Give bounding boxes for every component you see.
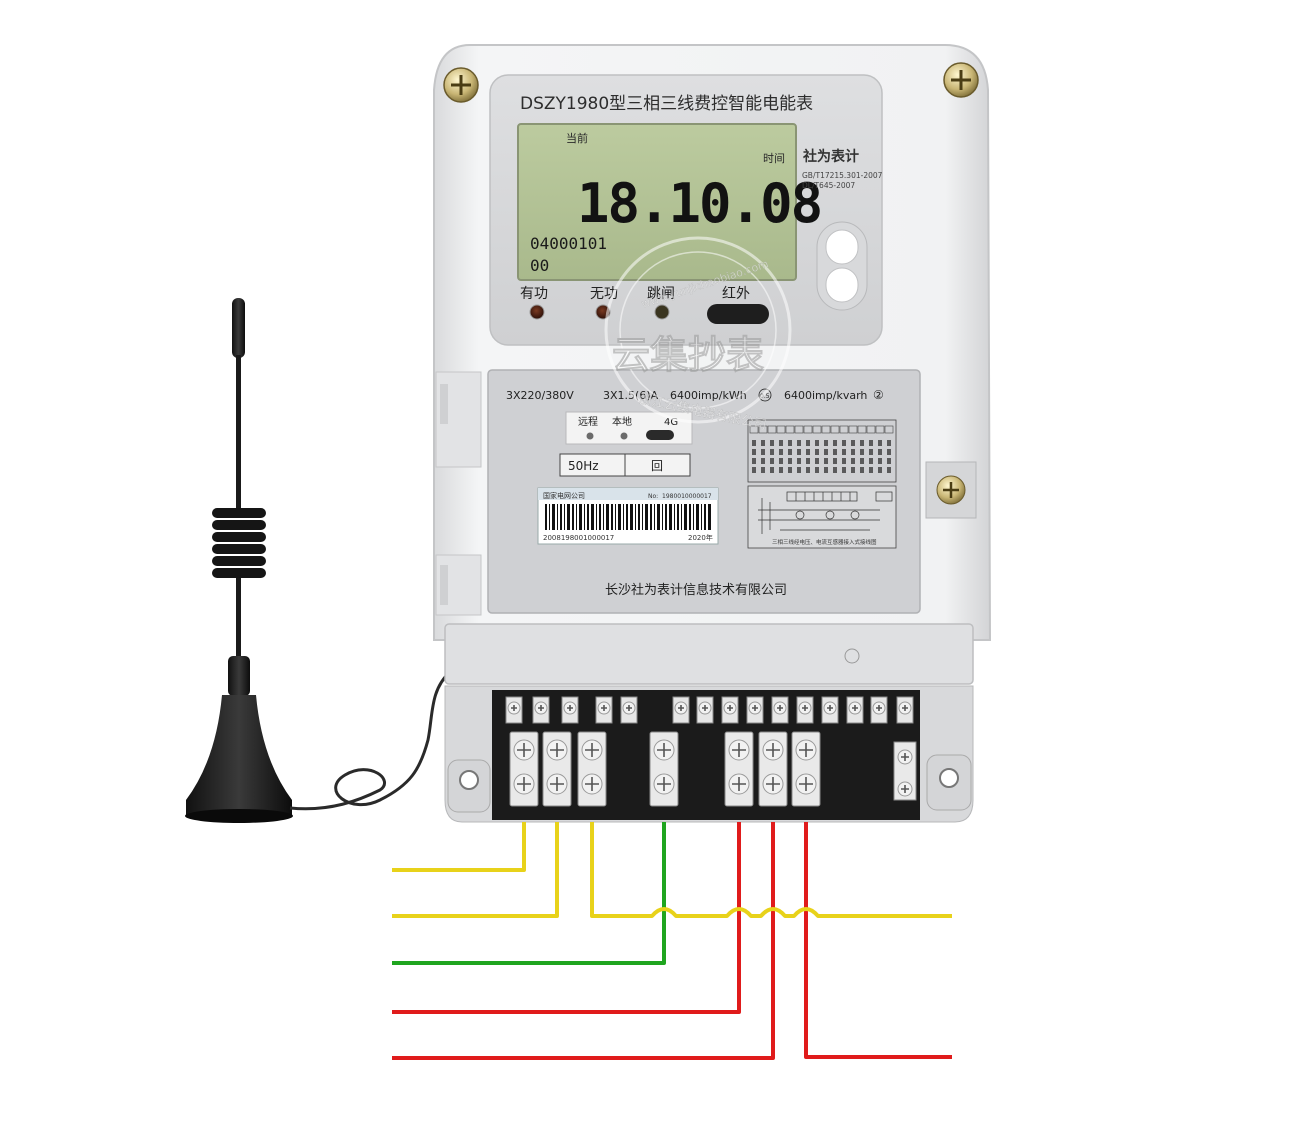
terminal-main — [509, 731, 539, 807]
lcd-right-label: 时间 — [763, 152, 785, 165]
diagram-caption: 三相三线经电压、电流互感器接入式接线图 — [772, 538, 877, 546]
terminal-small-screw — [672, 696, 690, 724]
lcd-code: 04000101 — [530, 234, 607, 253]
terminal-small-screw — [870, 696, 888, 724]
lcd-main-value: 18.10.08 — [577, 172, 821, 235]
brand-logo: 社为表计 — [802, 148, 859, 165]
manufacturer: 长沙社为表计信息技术有限公司 — [605, 582, 787, 598]
terminal-small-screw — [505, 696, 523, 724]
label-number-prefix: No: — [648, 493, 658, 500]
mount-lug-left — [447, 759, 491, 813]
terminal-small-screw — [696, 696, 714, 724]
screw-top-left — [443, 67, 479, 103]
led-trip — [654, 304, 670, 320]
meter-title: DSZY1980型三相三线费控智能电能表 — [520, 94, 813, 114]
spec-voltage: 3X220/380V — [506, 389, 574, 402]
wire-red-1 — [392, 822, 741, 1014]
terminal-main — [724, 731, 754, 807]
terminal-main — [577, 731, 607, 807]
indicator-infrared-label: 红外 — [722, 286, 750, 302]
terminal-small-screw — [620, 696, 638, 724]
frequency-label: 50Hz — [568, 459, 599, 473]
label-serial: 2008198001000017 — [543, 534, 614, 542]
terminal-block — [444, 685, 974, 823]
wire-yellow-1 — [392, 822, 526, 872]
cover-seal — [844, 648, 860, 664]
terminal-small-screw — [896, 696, 914, 724]
indicator-trip-label: 跳闸 — [647, 286, 675, 302]
spec-reactive-class: ② — [873, 388, 884, 402]
antenna — [185, 298, 452, 823]
terminal-cover — [444, 623, 974, 685]
terminal-small-screw — [595, 696, 613, 724]
antenna-coil — [212, 508, 266, 578]
terminal-aux — [893, 741, 917, 801]
standard-2: DL/T645-2007 — [802, 181, 855, 190]
spec-current: 3X1.5(6)A — [603, 389, 659, 402]
terminal-small-screw — [532, 696, 550, 724]
terminal-small-screw — [721, 696, 739, 724]
terminal-main — [791, 731, 821, 807]
standard-1: GB/T17215.301-2007 — [802, 171, 883, 180]
wire-green — [392, 822, 666, 965]
down-button[interactable] — [825, 267, 859, 303]
lcd-top-label: 当前 — [566, 131, 588, 145]
wire-red-2 — [392, 822, 775, 1060]
wire-yellow-3 — [590, 822, 952, 918]
terminal-small-screw — [746, 696, 764, 724]
spec-active-const: 6400imp/kWh — [670, 389, 747, 402]
comm-port — [646, 430, 674, 440]
barcode — [545, 504, 711, 530]
spec-active-class: 0.5 — [760, 393, 770, 400]
label-number: 1980010000017 — [662, 493, 712, 500]
lcd-sub-code: 00 — [530, 256, 549, 275]
infrared-port — [707, 304, 769, 324]
terminal-main — [758, 731, 788, 807]
terminal-main — [542, 731, 572, 807]
up-button[interactable] — [825, 229, 859, 265]
label-owner: 国家电网公司 — [543, 491, 585, 500]
meter-body: DSZY1980型三相三线费控智能电能表 当前 时间 18.10.08 0400… — [433, 44, 992, 641]
terminal-small-screw — [796, 696, 814, 724]
seal-screw-right — [936, 475, 966, 505]
wires — [392, 822, 952, 1060]
mount-lug-right — [926, 754, 972, 811]
terminal-small-screw — [561, 696, 579, 724]
terminal-small-screw — [821, 696, 839, 724]
terminal-main — [649, 731, 679, 807]
comm-module-label: 4G — [664, 417, 678, 428]
wire-red-3 — [804, 822, 952, 1059]
terminal-small-screw — [846, 696, 864, 724]
led-remote — [586, 432, 594, 440]
terminal-function-table — [747, 419, 897, 483]
double-insulation-symbol: 回 — [651, 459, 663, 473]
terminal-small-screw — [771, 696, 789, 724]
indicator-active-label: 有功 — [520, 286, 548, 302]
wiring-diagram: 三相三线经电压、电流互感器接入式接线图 — [747, 485, 897, 549]
comm-local-label: 本地 — [612, 415, 632, 428]
led-active — [529, 304, 545, 320]
buttons-housing — [816, 221, 868, 311]
wire-yellow-2 — [392, 822, 559, 918]
watermark-text: 云集抄表 — [612, 333, 764, 377]
screw-top-right — [943, 62, 979, 98]
spec-reactive-const: 6400imp/kvarh — [784, 389, 867, 402]
led-local — [620, 432, 628, 440]
label-year: 2020年 — [688, 533, 713, 542]
comm-remote-label: 远程 — [578, 416, 598, 428]
antenna-cable — [289, 670, 452, 811]
